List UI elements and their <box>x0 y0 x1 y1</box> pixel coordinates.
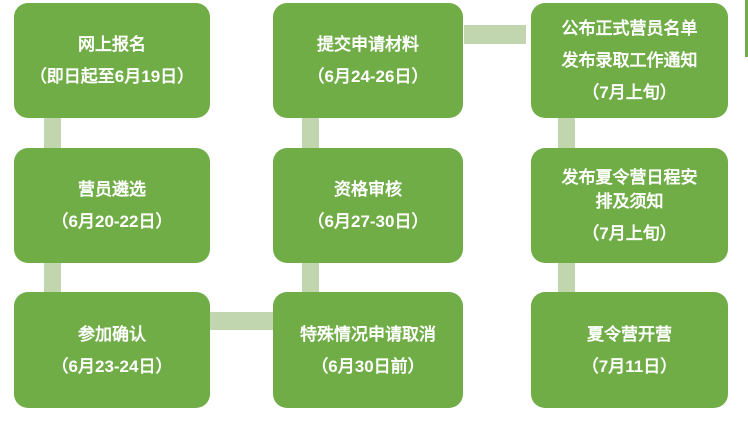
step-date: （6月23-24日） <box>51 356 173 376</box>
step-title: 提交申请材料 <box>317 35 419 54</box>
step-title: 参加确认 <box>78 324 146 344</box>
flow-step-online-registration: 网上报名 （即日起至6月19日） <box>14 3 210 118</box>
step-title: 营员遴选 <box>78 180 146 199</box>
flow-step-camp-opening: 夏令营开营 （7月11日） <box>531 292 728 408</box>
flow-connector-col2-gap1 <box>302 117 319 149</box>
flow-connector-col2-gap2 <box>302 262 319 293</box>
step-title: 夏令营开营 <box>587 324 672 344</box>
step-date: （7月11日） <box>581 356 678 376</box>
flow-connector-col3-gap1 <box>558 117 575 149</box>
step-title-wrap: 排及须知 <box>595 192 664 211</box>
flow-connector-col3-gap2 <box>558 262 575 293</box>
step-date: （7月上旬） <box>582 83 677 102</box>
flow-step-camper-selection: 营员遴选 （6月20-22日） <box>14 148 210 263</box>
step-date: （6月20-22日） <box>51 212 173 231</box>
flow-step-qualification-review: 资格审核 （6月27-30日） <box>273 148 463 263</box>
flow-connector-bottom-horizontal <box>207 312 273 330</box>
step-date: （即日起至6月19日） <box>29 67 195 86</box>
step-date: （6月24-26日） <box>307 67 429 86</box>
step-date: （6月27-30日） <box>307 212 429 231</box>
flow-step-announce-official-camper-list: 公布正式营员名单 发布录取工作通知 （7月上旬） <box>531 3 728 118</box>
step-date: （7月上旬） <box>582 224 677 243</box>
step-title: 网上报名 <box>78 35 146 54</box>
flow-step-release-camp-schedule-notice: 发布夏令营日程安 排及须知 （7月上旬） <box>531 148 728 263</box>
flow-step-special-case-cancellation: 特殊情况申请取消 （6月30日前） <box>273 292 463 408</box>
flow-step-submit-application-materials: 提交申请材料 （6月24-26日） <box>273 3 463 118</box>
step-title: 公布正式营员名单 <box>561 19 698 38</box>
cropped-shape-right-edge <box>745 0 748 57</box>
step-title: 资格审核 <box>334 180 402 199</box>
step-title2: 发布录取工作通知 <box>561 51 698 70</box>
step-date: （6月30日前） <box>311 356 425 376</box>
flow-step-participation-confirmation: 参加确认 （6月23-24日） <box>14 292 210 408</box>
flow-connector-col1-gap2 <box>44 262 61 293</box>
step-title: 特殊情况申请取消 <box>300 324 436 344</box>
flow-connector-top-horizontal <box>464 25 526 44</box>
step-title: 发布夏令营日程安 <box>561 168 698 187</box>
flow-connector-col1-gap1 <box>44 117 61 149</box>
